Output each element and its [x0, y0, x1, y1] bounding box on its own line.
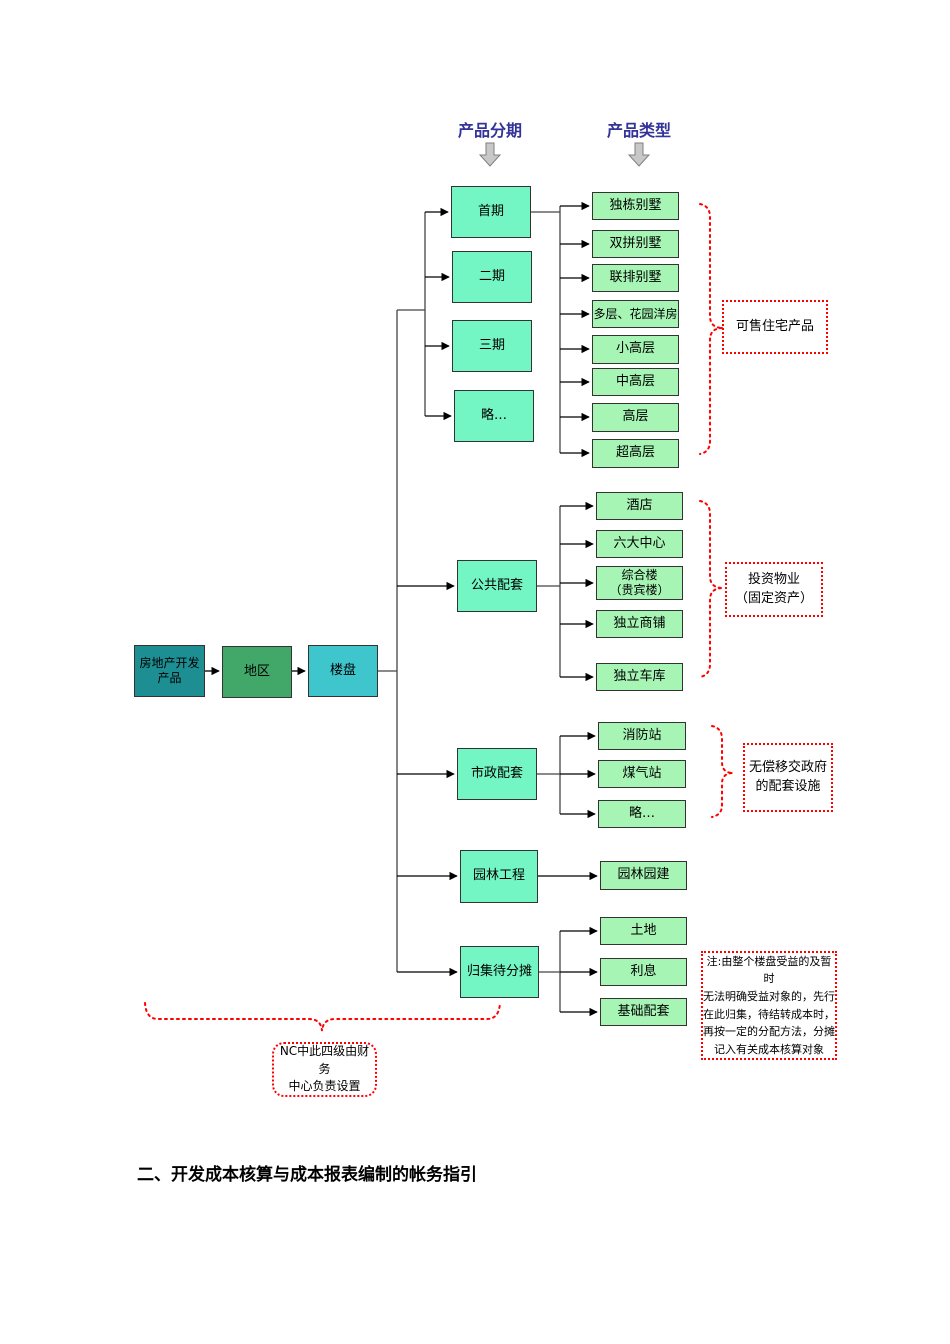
product-type-box: 联排别墅 — [592, 264, 679, 292]
phase-column-header: 产品分期 — [457, 121, 522, 140]
phase-more-box: 略… — [454, 390, 534, 442]
phase-3-box: 三期 — [452, 320, 532, 372]
investment-note-box: 投资物业 （固定资产） — [725, 562, 823, 617]
phase-1-box: 首期 — [451, 186, 531, 238]
municipal-note-box: 无偿移交政府 的配套设施 — [743, 743, 833, 812]
product-type-box: 中高层 — [592, 368, 679, 396]
connector-lines — [378, 206, 561, 1012]
region-box: 地区 — [222, 646, 292, 698]
product-type-box: 略… — [598, 800, 686, 828]
connector-arrows — [205, 201, 598, 1017]
product-type-box: 高层 — [592, 403, 679, 432]
product-type-box: 煤气站 — [598, 760, 686, 788]
municipal-brace — [711, 725, 734, 818]
product-type-box: 基础配套 — [600, 998, 687, 1026]
product-type-box: 综合楼 （贵宾楼） — [596, 566, 683, 600]
landscape-works-box: 园林工程 — [460, 850, 538, 903]
product-type-box: 双拼别墅 — [592, 230, 679, 258]
allocation-note-box: 注:由整个楼盘受益的及暂时 无法明确受益对象的，先行 在此归集，待结转成本时， … — [701, 951, 837, 1060]
allocation-box: 归集待分摊 — [460, 946, 539, 998]
residential-brace — [699, 203, 724, 455]
product-type-box: 小高层 — [592, 335, 679, 364]
residential-note-box: 可售住宅产品 — [722, 300, 828, 354]
type-column-header: 产品类型 — [606, 121, 671, 140]
section-heading: 二、开发成本核算与成本报表编制的帐务指引 — [137, 1165, 477, 1185]
product-type-box: 超高层 — [592, 439, 679, 468]
investment-brace — [699, 500, 724, 678]
product-type-box: 消防站 — [598, 722, 686, 750]
product-type-box: 独栋别墅 — [592, 192, 679, 220]
product-type-box: 独立车库 — [596, 663, 683, 691]
nc-note-box: NC中此四级由财务 中心负责设置 — [272, 1042, 377, 1097]
product-type-box: 园林园建 — [600, 861, 687, 890]
product-type-box: 六大中心 — [596, 530, 683, 558]
public-amenities-box: 公共配套 — [457, 560, 537, 612]
product-type-box: 多层、花园洋房 — [592, 300, 679, 328]
product-type-box: 酒店 — [596, 492, 683, 520]
product-type-box: 土地 — [600, 917, 687, 945]
product-type-box: 利息 — [600, 958, 687, 986]
down-arrow-icon — [478, 142, 502, 167]
municipal-amenities-box: 市政配套 — [457, 748, 537, 800]
phase-2-box: 二期 — [452, 251, 532, 303]
building-box: 楼盘 — [308, 645, 378, 697]
down-arrow-icon — [627, 142, 651, 167]
product-type-box: 独立商铺 — [596, 610, 683, 638]
bottom-brace — [144, 1002, 501, 1032]
real-estate-product-box: 房地产开发 产品 — [134, 645, 205, 697]
